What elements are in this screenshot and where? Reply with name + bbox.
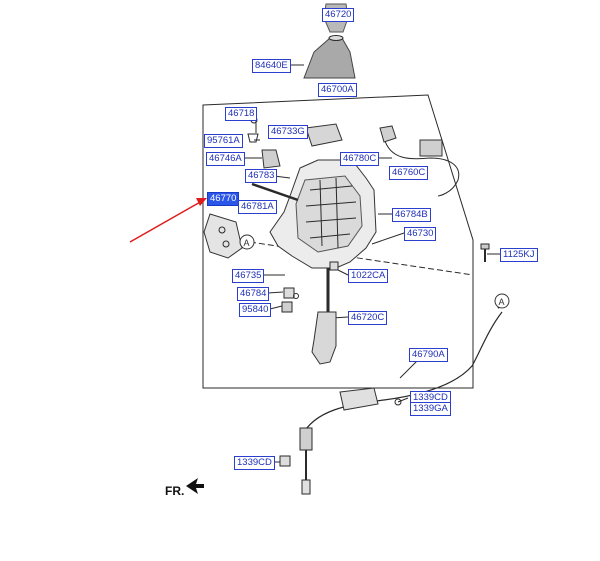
view-markers xyxy=(239,234,510,309)
callout-46700a[interactable]: 46700A xyxy=(318,83,357,97)
callout-1339ga[interactable]: 1339GA xyxy=(410,402,451,416)
callout-46783[interactable]: 46783 xyxy=(245,169,278,183)
callout-46780c[interactable]: 46780C xyxy=(340,152,380,166)
view-marker-a-2: A xyxy=(499,297,505,307)
assembly-frame xyxy=(202,94,474,389)
top-cover xyxy=(305,123,343,147)
callout-46784[interactable]: 46784 xyxy=(237,287,270,301)
callout-95840[interactable]: 95840 xyxy=(239,303,272,317)
callout-46733g[interactable]: 46733G xyxy=(268,125,308,139)
callout-46770-selected[interactable]: 46770 xyxy=(207,192,240,206)
callout-46760c[interactable]: 46760C xyxy=(389,166,429,180)
solenoid xyxy=(261,149,281,169)
front-arrow-icon xyxy=(186,478,204,494)
front-label: FR. xyxy=(165,484,185,498)
wire-harness xyxy=(383,137,460,197)
callout-46718[interactable]: 46718 xyxy=(225,107,258,121)
lower-lever xyxy=(311,311,337,365)
view-marker-a-1: A xyxy=(244,238,250,248)
callout-1339cd-lower[interactable]: 1339CD xyxy=(234,456,275,470)
callout-46735[interactable]: 46735 xyxy=(232,269,265,283)
callout-46790a[interactable]: 46790A xyxy=(409,348,448,362)
callout-46746a[interactable]: 46746A xyxy=(206,152,245,166)
callout-46730[interactable]: 46730 xyxy=(404,227,437,241)
side-bracket xyxy=(203,213,243,259)
callout-46720c[interactable]: 46720C xyxy=(348,311,388,325)
callout-46781a[interactable]: 46781A xyxy=(238,200,277,214)
callout-95761a[interactable]: 95761A xyxy=(204,134,243,148)
red-pointer-arrow xyxy=(129,198,207,243)
pin xyxy=(251,182,299,202)
callout-1022ca[interactable]: 1022CA xyxy=(348,269,389,283)
shift-boot xyxy=(303,37,356,79)
callout-84640e[interactable]: 84640E xyxy=(252,59,291,73)
shift-cable xyxy=(301,311,503,437)
cable-bracket xyxy=(339,387,379,411)
callout-46784b[interactable]: 46784B xyxy=(392,208,431,222)
callout-1125kj[interactable]: 1125KJ xyxy=(500,248,538,262)
callout-46720[interactable]: 46720 xyxy=(322,8,355,22)
